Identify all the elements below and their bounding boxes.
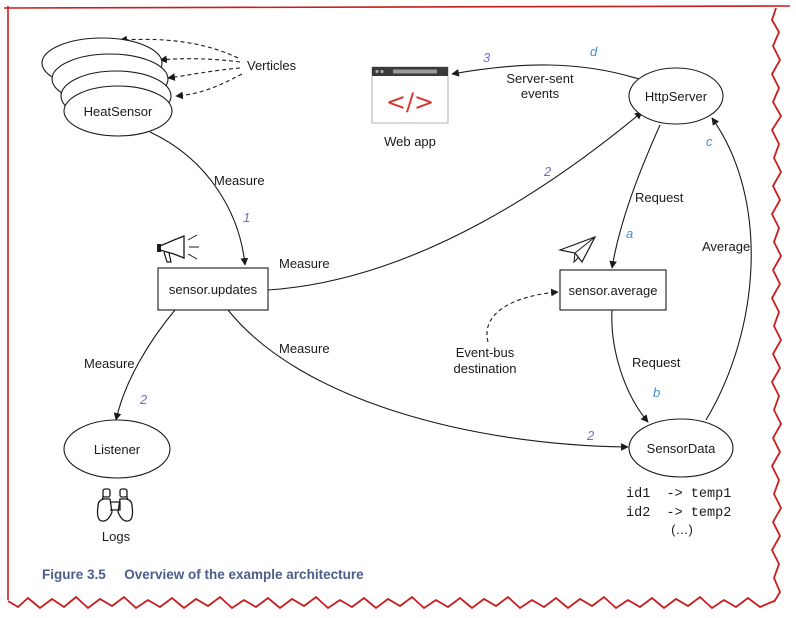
sensor-average-label: sensor.average <box>569 283 658 298</box>
event-bus-label-line1: Event-bus <box>456 345 515 360</box>
sensordata-node: SensorData <box>628 418 734 478</box>
dashed-event-bus-pointer <box>486 288 559 343</box>
measure-label-1: Measure <box>214 173 265 188</box>
step-marker-2-listener: 2 <box>139 392 148 407</box>
edge-updates-to-sensordata <box>227 309 629 451</box>
figure-number: Figure 3.5 <box>42 567 106 582</box>
heatsensor-node <box>63 85 173 137</box>
measure-label-4: Measure <box>84 356 135 371</box>
server-sent-label-line2: events <box>521 86 560 101</box>
httpserver-label: HttpServer <box>645 89 708 104</box>
measure-label-3: Measure <box>279 341 330 356</box>
verticles-label: Verticles <box>247 58 297 73</box>
step-marker-d: d <box>590 44 598 59</box>
torn-page-border <box>3 5 791 610</box>
step-marker-2-http: 2 <box>543 164 552 179</box>
edge-httpserver-to-average <box>609 124 661 269</box>
measure-label-2: Measure <box>279 256 330 271</box>
edge-updates-to-listener <box>113 309 176 421</box>
edge-heatsensor-to-updates <box>149 131 249 266</box>
sensordata-entry-2: id2 -> temp2 <box>626 506 731 521</box>
figure-caption: Figure 3.5 Overview of the example archi… <box>42 566 364 583</box>
step-marker-2-sensordata: 2 <box>586 428 595 443</box>
figure-caption-text: Overview of the example architecture <box>124 567 364 582</box>
sensordata-entry-3: (…) <box>671 522 693 537</box>
step-marker-1: 1 <box>243 210 250 225</box>
sensor-updates-node: sensor.updates <box>157 267 269 311</box>
browser-window-icon: </> <box>371 66 449 124</box>
binoculars-icon <box>96 488 134 522</box>
server-sent-label-line1: Server-sent <box>506 71 574 86</box>
verticles-dashed-pointers <box>119 35 243 100</box>
edge-updates-to-httpserver <box>267 111 643 291</box>
httpserver-node: HttpServer <box>628 67 724 125</box>
listener-label: Listener <box>94 442 141 457</box>
listener-node: Listener <box>63 419 171 479</box>
sensordata-label: SensorData <box>647 441 716 456</box>
step-marker-c: c <box>706 134 713 149</box>
event-bus-label-line2: destination <box>454 361 517 376</box>
request-label-1: Request <box>635 190 684 205</box>
code-glyph: </> <box>386 88 434 116</box>
sensordata-entry-1: id1 -> temp1 <box>626 487 731 502</box>
request-label-2: Request <box>632 355 681 370</box>
heatsensor-label: HeatSensor <box>84 104 153 119</box>
logs-label: Logs <box>102 529 131 544</box>
edge-average-to-sensordata <box>611 309 649 423</box>
edge-sensordata-to-httpserver <box>705 117 752 421</box>
average-label: Average <box>702 239 750 254</box>
step-marker-b: b <box>653 385 660 400</box>
paper-plane-icon <box>557 235 597 264</box>
edge-httpserver-to-webapp <box>451 64 643 81</box>
megaphone-icon <box>157 234 199 263</box>
webapp-label: Web app <box>384 134 436 149</box>
step-marker-a: a <box>626 226 633 241</box>
step-marker-3: 3 <box>483 50 491 65</box>
heatsensor-stack: HeatSensor <box>41 37 173 137</box>
sensor-updates-label: sensor.updates <box>169 282 258 297</box>
sensor-average-node: sensor.average <box>559 269 667 311</box>
